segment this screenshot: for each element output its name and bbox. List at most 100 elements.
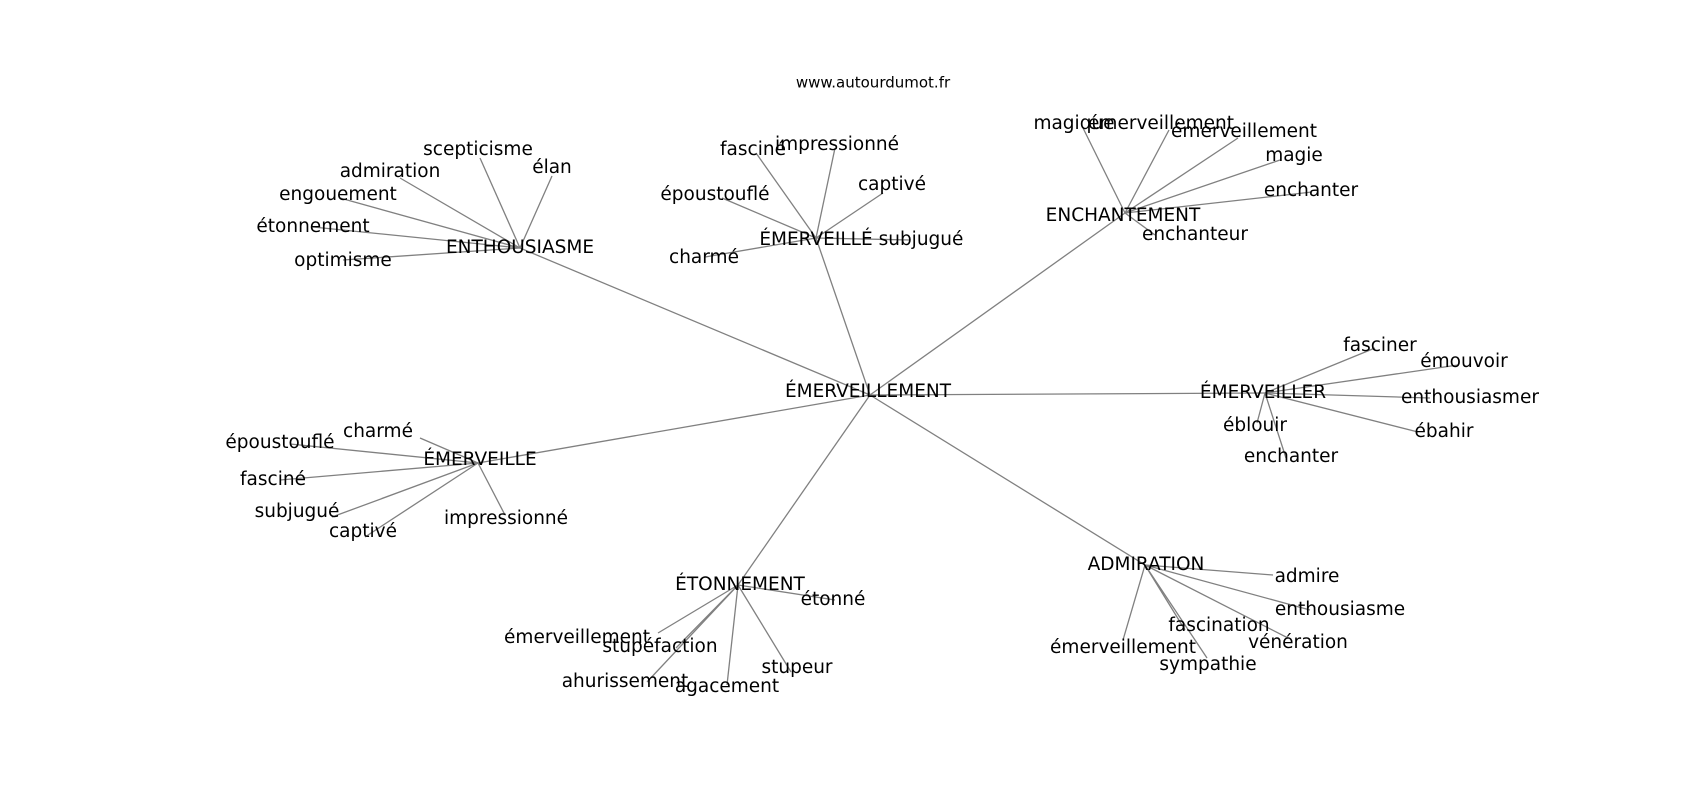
leaf-word[interactable]: étonnement (256, 216, 369, 237)
leaf-word[interactable]: enthousiasme (1275, 599, 1405, 620)
leaf-word[interactable]: fascination (1168, 615, 1269, 636)
leaf-word[interactable]: agacement (675, 676, 779, 697)
leaf-word[interactable]: époustouflé (660, 184, 769, 205)
graph-edge (815, 237, 911, 241)
graph-edge (1124, 129, 1170, 214)
leaf-word[interactable]: captivé (858, 174, 926, 195)
leaf-word[interactable]: admiration (340, 161, 441, 182)
graph-labels: www.autourdumot.fr ÉMERVEILLEMENT ENTHOUS… (225, 74, 1539, 698)
leaf-word[interactable]: enchanteur (1142, 224, 1248, 245)
graph-edge (1082, 127, 1126, 214)
leaf-word[interactable]: subjugué (255, 501, 340, 522)
leaf-word[interactable]: magique (1033, 113, 1114, 134)
leaf-word[interactable]: stupéfaction (602, 636, 717, 657)
leaf-word[interactable]: impressionné (444, 508, 568, 529)
graph-edge (755, 152, 817, 239)
graph-edge (479, 157, 521, 249)
graph-edge (1264, 364, 1459, 394)
leaf-word[interactable]: émerveillement (504, 627, 650, 648)
leaf-word[interactable]: élan (532, 157, 572, 178)
leaf-word[interactable]: fasciné (240, 469, 306, 490)
graph-edge (737, 584, 836, 601)
leaf-word[interactable]: charmé (343, 421, 413, 442)
leaf-word[interactable]: captivé (329, 521, 397, 542)
graph-edge (657, 584, 739, 634)
graph-edge (1124, 159, 1281, 214)
graph-edge (519, 247, 871, 396)
graph-edge (721, 197, 817, 239)
leaf-word[interactable]: scepticisme (423, 139, 533, 160)
leaf-word[interactable]: enchanter (1244, 446, 1339, 467)
graph-edge (1124, 137, 1239, 214)
graph-edge (1264, 392, 1287, 459)
leaf-word[interactable]: fasciné (720, 139, 786, 160)
center-word[interactable]: ÉMERVEILLEMENT (785, 380, 952, 402)
graph-edge (1264, 347, 1376, 394)
graph-edge (1144, 564, 1289, 639)
leaf-word[interactable]: admire (1275, 566, 1340, 587)
graph-edge (815, 147, 836, 239)
graph-edge (419, 437, 479, 464)
leaf-word[interactable]: engouement (279, 184, 397, 205)
graph-edge (737, 584, 792, 673)
leaf-word[interactable]: optimisme (294, 250, 392, 271)
graph-edge (339, 197, 521, 249)
leaf-word[interactable]: émouvoir (1420, 351, 1508, 372)
leaf-word[interactable]: subjugué (879, 229, 964, 250)
graph-edge (815, 237, 871, 396)
branch-word[interactable]: ENCHANTEMENT (1046, 205, 1201, 226)
graph-edge (477, 394, 871, 464)
graph-edge (1144, 564, 1208, 659)
graph-edge (1144, 564, 1311, 611)
graph-edge (737, 394, 871, 586)
graph-edge (815, 192, 884, 239)
graph-edge (312, 226, 521, 249)
leaf-word[interactable]: impressionné (775, 134, 899, 155)
source-url[interactable]: www.autourdumot.fr (796, 74, 951, 92)
graph-edge (1144, 564, 1274, 576)
graph-edge (1264, 392, 1431, 399)
leaf-word[interactable]: émerveillement (1171, 121, 1317, 142)
leaf-word[interactable]: ahurissement (562, 671, 689, 692)
leaf-word[interactable]: ébahir (1415, 421, 1474, 442)
graph-edge (1124, 191, 1313, 214)
graph-edge (1122, 564, 1146, 641)
leaf-word[interactable]: éblouir (1223, 415, 1287, 436)
graph-edge (726, 584, 739, 686)
leaf-word[interactable]: sympathie (1159, 654, 1256, 675)
leaf-word[interactable]: vénération (1248, 632, 1348, 653)
graph-edge (279, 462, 479, 481)
branch-word[interactable]: ÉTONNEMENT (675, 573, 805, 595)
graph-edge (869, 394, 1146, 566)
graph-edge (1124, 212, 1156, 236)
branch-word[interactable]: ÉMERVEILLÉ (759, 228, 872, 250)
branch-word[interactable]: ENTHOUSIASME (446, 237, 594, 258)
graph-edge (331, 462, 479, 518)
leaf-word[interactable]: émerveillement (1088, 113, 1234, 134)
branch-word[interactable]: ÉMERVEILLER (1200, 381, 1326, 403)
graph-edge (399, 177, 521, 249)
leaf-word[interactable]: étonné (801, 589, 866, 610)
leaf-word[interactable]: fasciner (1343, 335, 1417, 356)
graph-edge (869, 212, 1126, 396)
graph-edges (279, 127, 1459, 686)
leaf-word[interactable]: enchanter (1264, 180, 1359, 201)
graph-edge (1264, 392, 1419, 433)
leaf-word[interactable]: émerveillement (1050, 637, 1196, 658)
graph-edge (364, 462, 479, 538)
branch-word[interactable]: ÉMERVEILLE (423, 448, 536, 470)
branch-word[interactable]: ADMIRATION (1088, 554, 1205, 575)
graph-edge (477, 462, 506, 516)
graph-edge (1256, 392, 1266, 424)
leaf-word[interactable]: stupeur (761, 657, 832, 678)
leaf-word[interactable]: enthousiasmer (1401, 387, 1539, 408)
leaf-word[interactable]: magie (1265, 145, 1323, 166)
graph-edge (704, 237, 817, 258)
leaf-word[interactable]: époustouflé (225, 432, 334, 453)
graph-edge (646, 584, 739, 683)
graph-edge (519, 175, 553, 249)
leaf-word[interactable]: charmé (669, 247, 739, 268)
graph-edge (342, 247, 521, 261)
graph-edge (289, 443, 479, 464)
